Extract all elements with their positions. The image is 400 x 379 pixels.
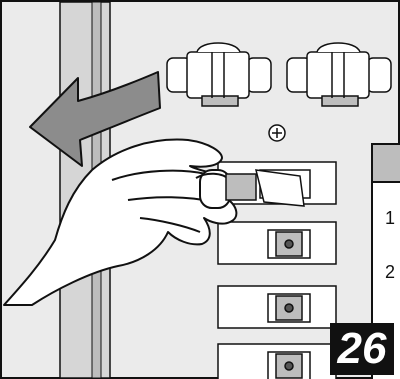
screw-icon: [269, 125, 285, 141]
breaker-switch-4[interactable]: [218, 344, 336, 379]
breaker-switch-3[interactable]: [218, 286, 336, 328]
breaker-switch-2[interactable]: [218, 222, 336, 264]
row-label-1: 1: [385, 208, 395, 229]
step-number-badge: 26: [330, 323, 394, 375]
pulled-tab: [226, 174, 256, 200]
row-label-2: 2: [385, 262, 395, 283]
